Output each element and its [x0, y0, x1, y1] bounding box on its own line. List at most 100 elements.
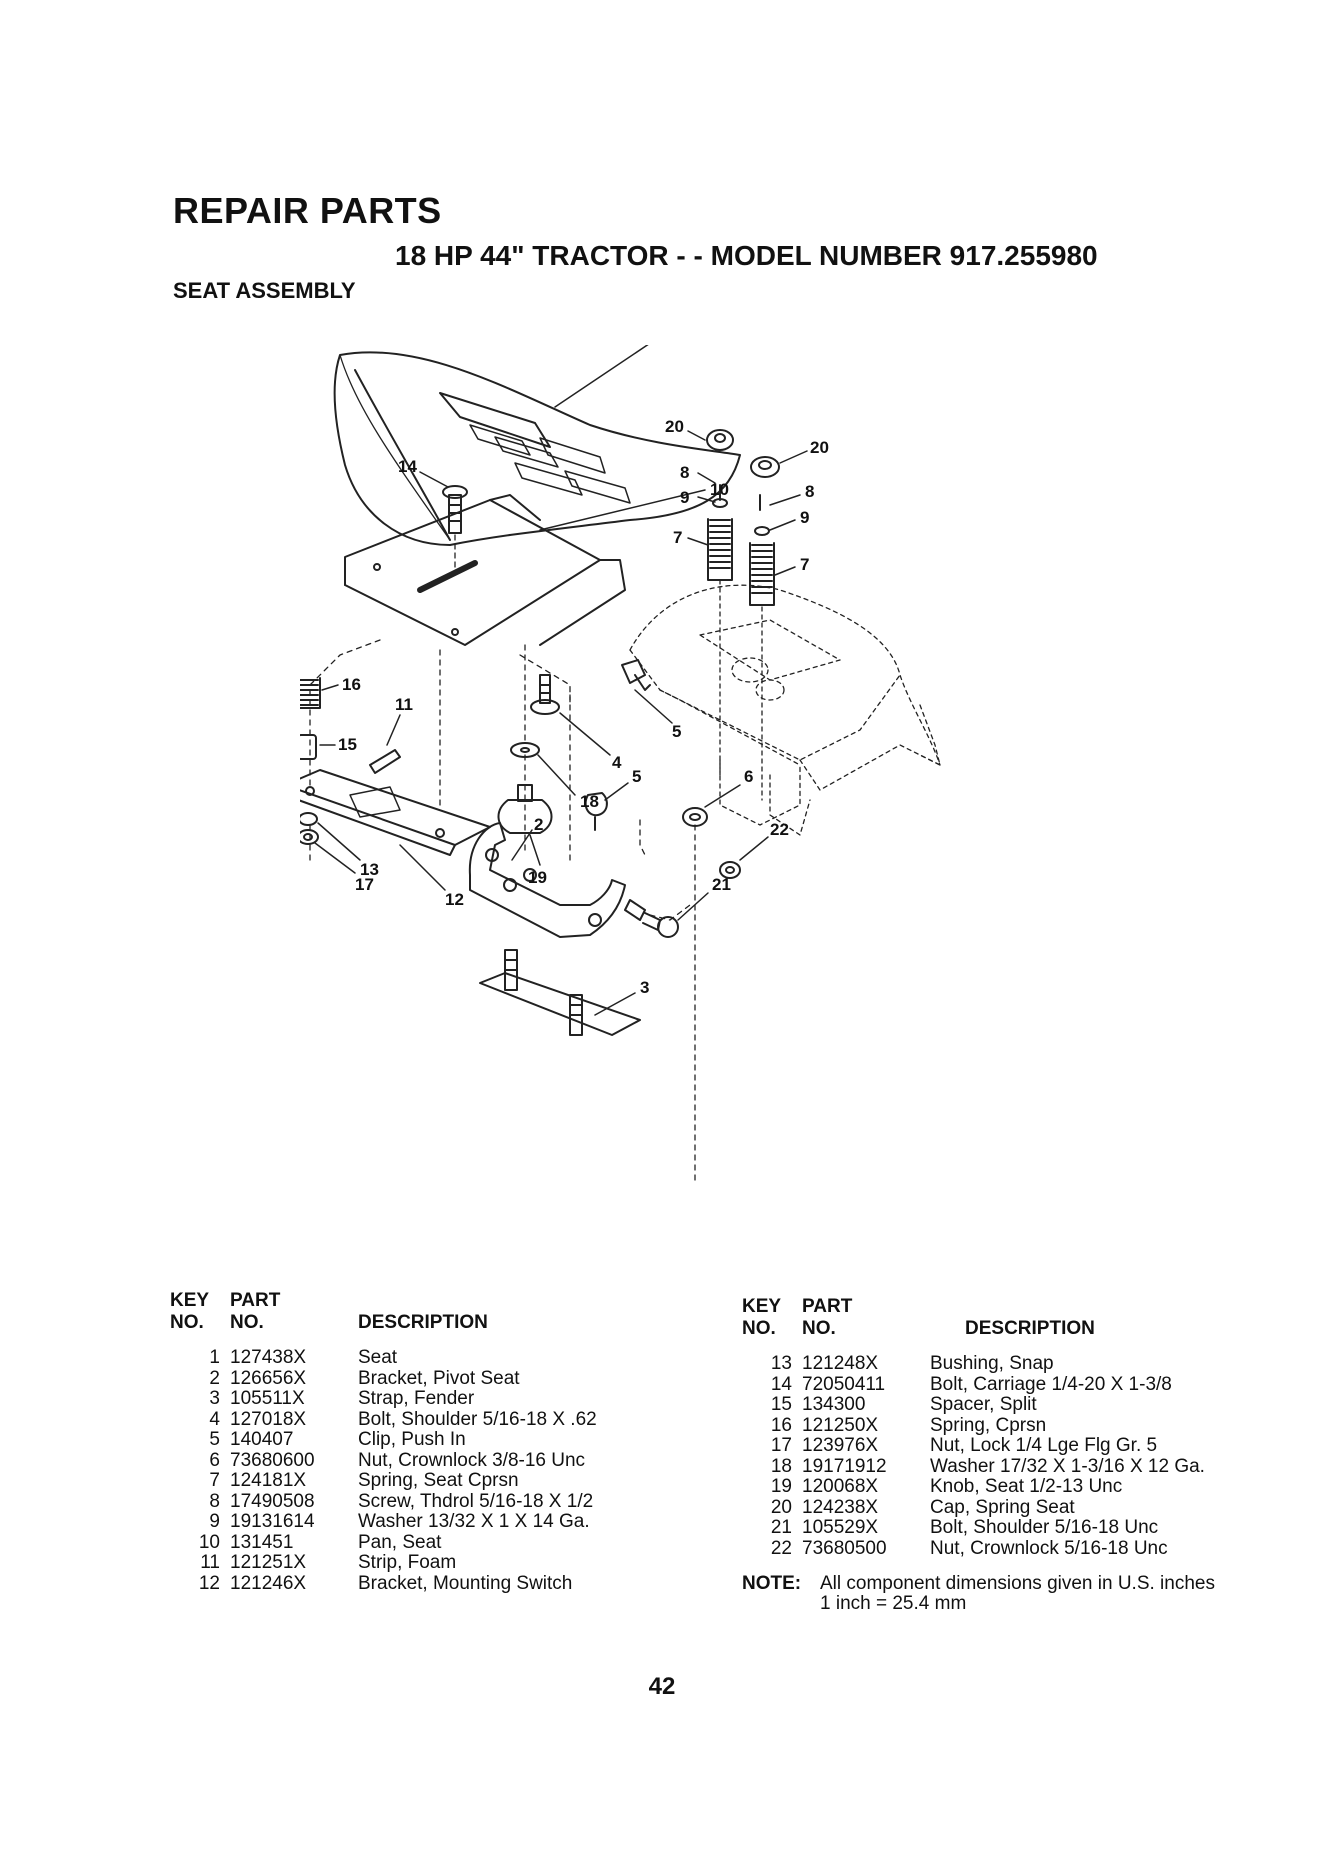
part-description: Bracket, Mounting Switch — [358, 1572, 573, 1594]
key-number: 21 — [770, 1517, 792, 1538]
key-number: 18 — [770, 1455, 792, 1477]
key-number: 4 — [209, 1408, 220, 1430]
key-number: 9 — [209, 1511, 220, 1532]
callout-labels: 1 20 20 8 8 9 9 7 7 14 10 16 11 15 4 5 1… — [338, 417, 829, 997]
part-description: Spacer, Split — [930, 1394, 1037, 1415]
key-number: 11 — [200, 1552, 220, 1573]
bushing-nut-illustration — [300, 812, 361, 874]
part-description: Bracket, Pivot Seat — [358, 1367, 520, 1389]
callout-20-right: 20 — [810, 438, 829, 457]
seat-knob-illustration — [497, 784, 553, 866]
part-number: 121250X — [802, 1414, 879, 1436]
part-description: Screw, Thdrol 5/16-18 X 1/2 — [358, 1490, 594, 1512]
part-number: 121246X — [230, 1572, 307, 1594]
part-number: 17490508 — [230, 1490, 315, 1512]
callout-21: 21 — [712, 875, 731, 894]
callout-14: 14 — [398, 457, 417, 476]
seat-illustration — [333, 345, 741, 546]
key-number: 12 — [198, 1572, 220, 1594]
table-row: 12 121246X Bracket, Mounting Switch — [170, 1572, 597, 1595]
part-number: 73680500 — [802, 1537, 887, 1559]
part-number: 120068X — [802, 1476, 879, 1497]
table-row: 8 17490508 Screw, Thdrol 5/16-18 X 1/2 — [170, 1490, 597, 1513]
key-number: 7 — [209, 1470, 220, 1491]
part-number: 121248X — [802, 1353, 879, 1374]
part-number: 19171912 — [802, 1455, 887, 1477]
part-number: 121251X — [230, 1552, 307, 1573]
part-number: 123976X — [802, 1435, 879, 1456]
key-number: 5 — [209, 1429, 220, 1450]
push-clip-lower-illustration — [584, 782, 629, 831]
key-number: 1 — [209, 1347, 220, 1368]
part-description: Spring, Cprsn — [930, 1414, 1047, 1436]
part-number: 105511X — [230, 1388, 305, 1409]
dimension-note: NOTE: All component dimensions given in U… — [742, 1574, 1215, 1614]
key-number: 17 — [770, 1435, 792, 1456]
table-row: 9 19131614 Washer 13/32 X 1 X 14 Ga. — [170, 1511, 597, 1533]
fender-illustration — [629, 579, 941, 836]
part-description: Strip, Foam — [358, 1552, 457, 1573]
key-number: 8 — [209, 1490, 220, 1512]
callout-6: 6 — [744, 767, 753, 786]
part-number: 73680600 — [230, 1449, 315, 1471]
key-number: 10 — [198, 1531, 220, 1553]
part-description: Washer 13/32 X 1 X 14 Ga. — [358, 1511, 590, 1532]
push-clip-upper-illustration — [621, 659, 673, 724]
key-number: 15 — [770, 1394, 792, 1415]
callout-9-left: 9 — [680, 488, 689, 507]
key-number: 19 — [770, 1476, 792, 1497]
key-number: 2 — [209, 1367, 220, 1389]
part-description: Washer 17/32 X 1-3/16 X 12 Ga. — [930, 1455, 1205, 1477]
note-line-1: All component dimensions given in U.S. i… — [820, 1573, 1215, 1594]
part-number: 19131614 — [230, 1511, 315, 1532]
callout-5-upper: 5 — [672, 722, 681, 741]
part-number: 124181X — [230, 1470, 307, 1491]
table-row: 11 121251X Strip, Foam — [170, 1552, 597, 1574]
part-description: Nut, Crownlock 3/8-16 Unc — [358, 1449, 586, 1471]
table-row: 2 126656X Bracket, Pivot Seat — [170, 1367, 597, 1390]
shoulder-bolt-illustration — [530, 674, 611, 756]
part-number: 105529X — [802, 1517, 879, 1538]
exploded-parts-diagram: 1 20 20 8 8 9 9 7 7 14 10 16 11 15 4 5 1… — [300, 345, 941, 1186]
header-description: DESCRIPTION — [965, 1318, 1095, 1339]
fender-strap-illustration — [479, 949, 641, 1036]
part-description: Cap, Spring Seat — [930, 1496, 1075, 1518]
section-title: SEAT ASSEMBLY — [173, 278, 356, 303]
callout-7-right: 7 — [800, 555, 809, 574]
table-row: 7 124181X Spring, Seat Cprsn — [170, 1470, 597, 1492]
spring-spacer-illustration — [300, 677, 339, 760]
key-number: 14 — [770, 1373, 792, 1395]
callout-2: 2 — [534, 815, 543, 834]
part-description: Seat — [358, 1347, 398, 1368]
part-description: Nut, Lock 1/4 Lge Flg Gr. 5 — [930, 1435, 1158, 1456]
part-description: Bushing, Snap — [930, 1353, 1054, 1374]
part-description: Spring, Seat Cprsn — [358, 1470, 519, 1491]
part-number: 124238X — [802, 1496, 879, 1518]
note-label: NOTE: — [742, 1573, 802, 1594]
part-description: Pan, Seat — [358, 1531, 442, 1553]
callout-19: 19 — [528, 868, 547, 887]
part-number: 126656X — [230, 1367, 307, 1389]
note-line-2: 1 inch = 25.4 mm — [820, 1593, 967, 1614]
seat-pan-illustration — [344, 489, 706, 646]
callout-17: 17 — [355, 875, 374, 894]
callout-7-left: 7 — [673, 528, 682, 547]
callout-18: 18 — [580, 792, 599, 811]
part-number: 140407 — [230, 1429, 294, 1450]
callout-3: 3 — [640, 978, 649, 997]
callout-9-right: 9 — [800, 508, 809, 527]
